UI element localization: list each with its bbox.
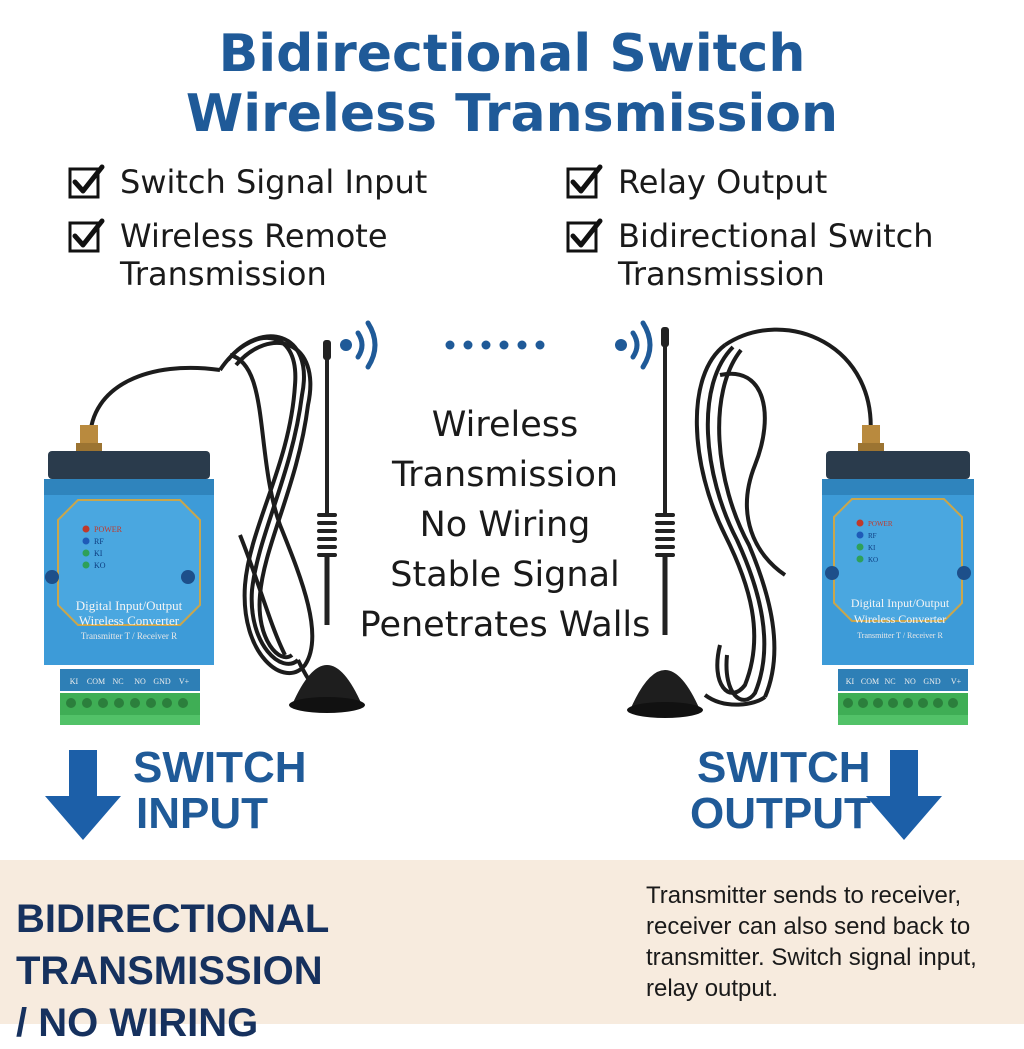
led-label: RF <box>868 532 877 540</box>
checkbox-checked-icon <box>566 164 603 199</box>
feature-label: Relay Output <box>618 163 828 201</box>
switch-input-label-line-2: INPUT <box>136 789 268 838</box>
feature-item: Wireless Remote Transmission <box>68 217 388 293</box>
device-mode-label: Transmitter T / Receiver R <box>81 631 177 641</box>
bottom-title-line-2: / NO WIRING <box>16 1001 259 1045</box>
arrow-down-icon <box>866 750 942 840</box>
wireless-signal-icon <box>615 320 653 370</box>
transmitter-device: POWER RF KI KO Digital Input/Output Wire… <box>44 425 214 725</box>
wireless-signal-icon <box>340 320 378 370</box>
led-label: KI <box>94 549 103 558</box>
bottom-banner <box>0 860 1024 1024</box>
terminal-label: KI <box>846 677 855 686</box>
feature-item: Relay Output <box>566 163 827 201</box>
terminal-label: GND <box>153 677 171 686</box>
device-mode-label: Transmitter T / Receiver R <box>857 631 943 640</box>
bottom-title: BIDIRECTIONAL TRANSMISSION / NO WIRING <box>16 893 636 1049</box>
feature-label: Wireless Remote Transmission <box>120 217 388 293</box>
antenna-icon <box>88 334 365 713</box>
bottom-description: Transmitter sends to receiver, receiver … <box>646 882 977 1002</box>
led-label: KI <box>868 544 876 552</box>
terminal-label: KI <box>70 677 79 686</box>
switch-output-label-line-1: SWITCH <box>697 743 871 792</box>
terminal-label: COM <box>87 677 105 686</box>
feature-item: Bidirectional Switch Transmission <box>566 217 934 293</box>
terminal-label: NO <box>134 677 146 686</box>
device-name-line-2: Wireless Converter <box>854 612 946 626</box>
checkbox-checked-icon <box>68 218 105 253</box>
terminal-label: NO <box>904 677 916 686</box>
terminal-label: NC <box>884 677 895 686</box>
terminal-label: NC <box>112 677 123 686</box>
device-name-line-2: Wireless Converter <box>79 613 180 628</box>
feature-label: Bidirectional Switch Transmission <box>618 217 934 293</box>
terminal-label: V+ <box>951 677 962 686</box>
feature-label: Switch Signal Input <box>120 163 428 201</box>
arrow-down-icon <box>45 750 121 840</box>
checkbox-checked-icon <box>68 164 105 199</box>
bottom-title-line-1: BIDIRECTIONAL TRANSMISSION <box>16 897 329 993</box>
antenna-icon <box>627 327 873 718</box>
feature-item: Switch Signal Input <box>68 163 427 201</box>
led-label: KO <box>94 561 106 570</box>
page-title-line-2: Wireless Transmission <box>185 84 839 144</box>
checkbox-checked-icon <box>566 218 603 253</box>
led-label: POWER <box>94 525 123 534</box>
led-label: KO <box>868 556 878 564</box>
device-name-line-1: Digital Input/Output <box>851 596 950 610</box>
signal-dots-icon <box>445 340 545 350</box>
page-title-line-1: Bidirectional Switch <box>218 24 806 84</box>
receiver-device: POWER RF KI KO Digital Input/Output Wire… <box>822 425 974 725</box>
terminal-label: V+ <box>179 677 190 686</box>
device-name-line-1: Digital Input/Output <box>76 598 183 613</box>
wireless-benefits-text: Wireless Transmission No Wiring Stable S… <box>359 405 651 645</box>
switch-output-label-line-2: OUTPUT <box>690 789 871 838</box>
led-label: POWER <box>868 520 893 528</box>
switch-input-label-line-1: SWITCH <box>133 743 307 792</box>
terminal-label: COM <box>861 677 879 686</box>
terminal-label: GND <box>923 677 941 686</box>
led-label: RF <box>94 537 104 546</box>
